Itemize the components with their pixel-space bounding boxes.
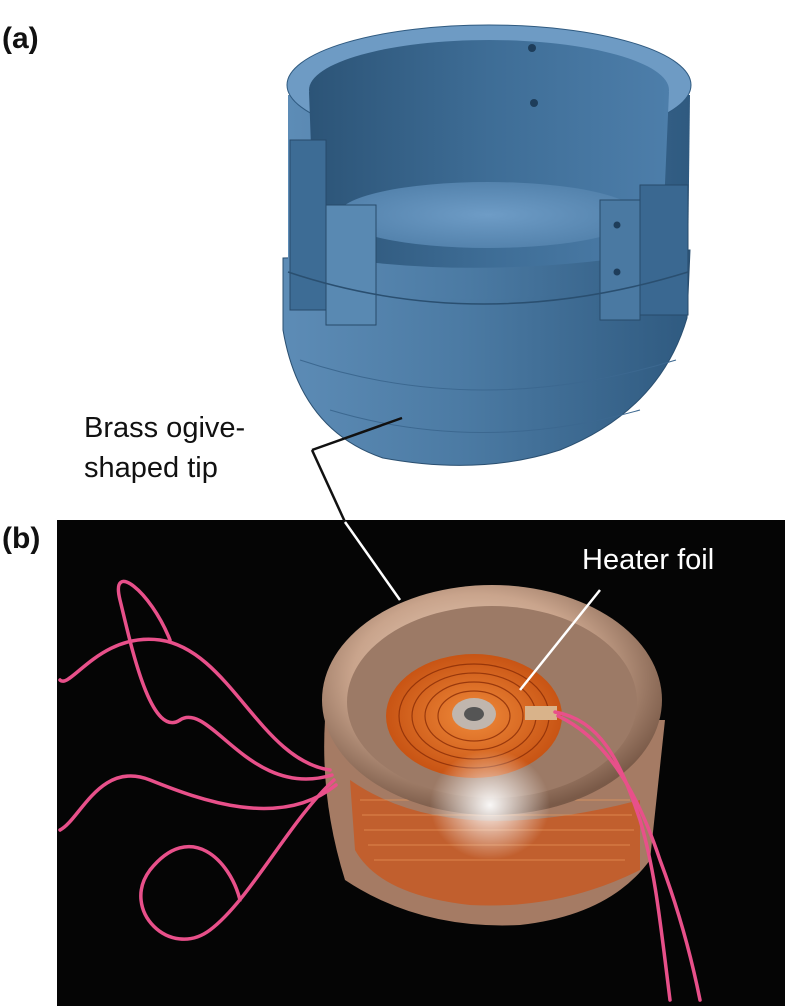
brass-leader-top <box>311 416 403 452</box>
cad-ogive-cup <box>282 24 692 466</box>
heater-leader <box>519 589 601 691</box>
brass-callout-line2: shaped tip <box>84 452 218 484</box>
pink-wires <box>58 579 702 1002</box>
photo-brass-tip <box>322 585 665 926</box>
brass-callout-line1: Brass ogive- <box>84 412 246 444</box>
brass-tip-callout: Brass ogive- shaped tip <box>84 408 245 488</box>
panel-label-b: (b) <box>2 522 41 555</box>
panel-label-a: (a) <box>2 22 39 55</box>
brass-leader-bottom <box>343 521 402 601</box>
brass-leader-mid <box>310 449 347 523</box>
heater-foil-callout: Heater foil <box>582 544 715 576</box>
